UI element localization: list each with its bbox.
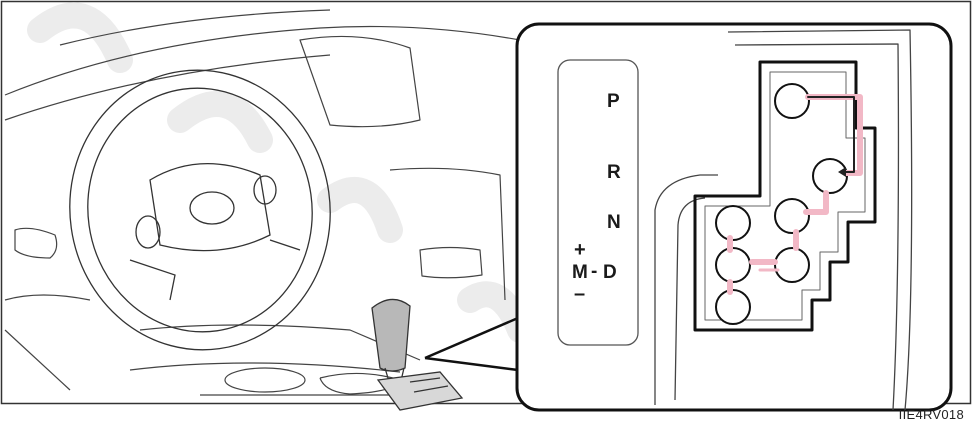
gate-position-manual: [716, 248, 750, 282]
label-reverse: R: [607, 163, 621, 182]
label-drive: D: [603, 263, 617, 282]
position-indicator-panel: [558, 60, 638, 345]
label-park: P: [607, 92, 620, 111]
label-manual: M: [572, 263, 588, 282]
label-plus: +: [574, 240, 586, 260]
label-dash: -: [591, 262, 597, 281]
car-interior: [5, 10, 520, 395]
figure-code: IIE4RV018: [899, 407, 964, 422]
gate-position-reverse: [813, 159, 847, 193]
gate-position-minus: [716, 290, 750, 324]
gate-position-neutral: [775, 199, 809, 233]
gate-position-drive: [775, 248, 809, 282]
gate-position-park: [775, 84, 809, 118]
gate-position-plus: [716, 206, 750, 240]
shift-lever-icon: [372, 299, 462, 410]
label-minus: –: [574, 284, 585, 304]
label-neutral: N: [607, 213, 621, 232]
